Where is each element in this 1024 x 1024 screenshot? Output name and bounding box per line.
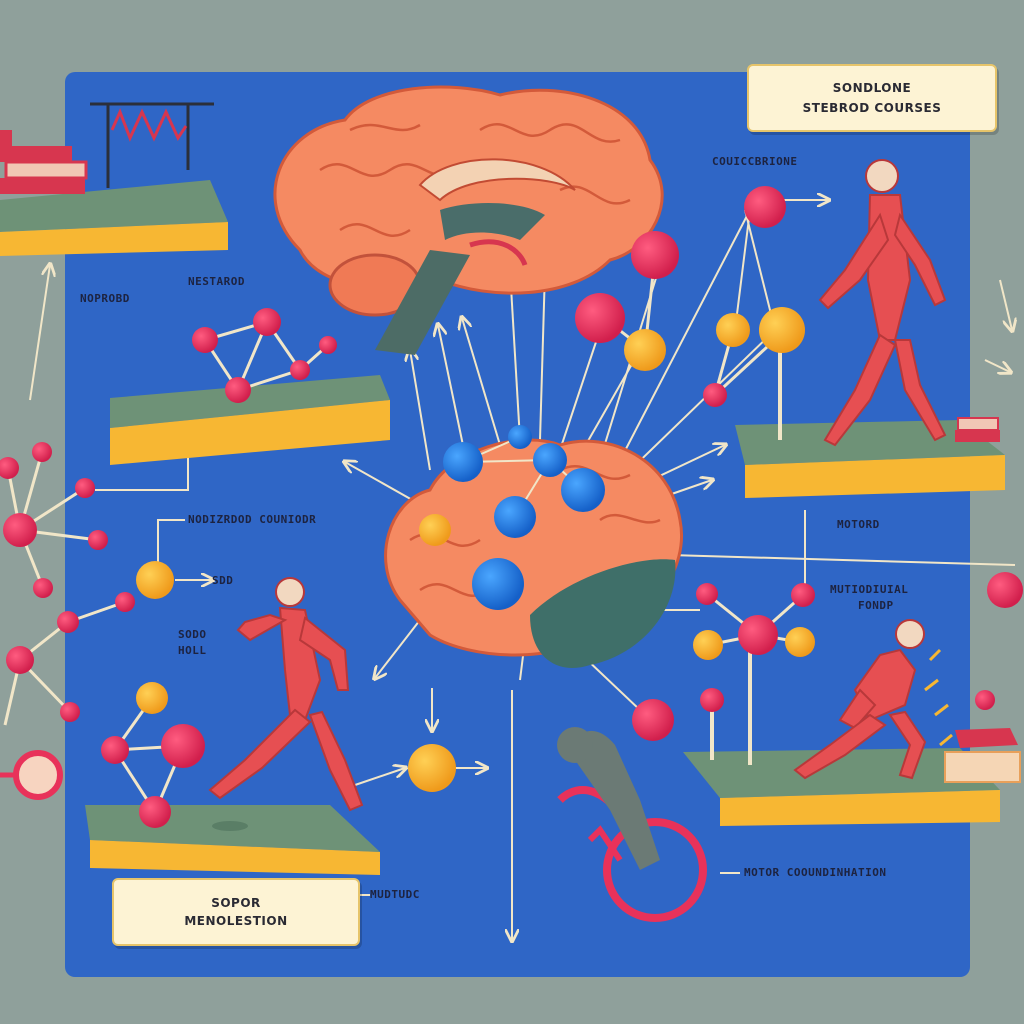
center-nodes	[419, 425, 605, 610]
running-figure-icon	[208, 577, 364, 812]
label-multi1: MUTIODIUIAL	[830, 583, 909, 596]
panel-top-right: SONDLONE STEBROD COURSES	[747, 64, 997, 132]
books-icon	[955, 417, 1000, 442]
cyclist-icon	[557, 727, 707, 922]
label-sdd: SDD	[212, 574, 234, 587]
label-noprobd: NOPROBD	[80, 292, 130, 305]
top-network	[575, 186, 786, 371]
label-coun: COUICCBRIONE	[712, 155, 798, 168]
platform-bottom-left	[85, 561, 456, 875]
label-motorod: MOTORD	[837, 518, 880, 531]
label-sodo: SODO	[178, 628, 207, 641]
brain-icon	[273, 85, 664, 355]
label-nodiz: NODIZRDOD COUNIODR	[188, 513, 317, 526]
panel-bottom-left-line2: MENOLESTION	[184, 914, 288, 928]
platform-right-upper	[703, 307, 1005, 498]
label-mudtudc: MUDTUDC	[370, 888, 420, 901]
muscle-figure-icon	[818, 159, 947, 447]
left-edge-network	[0, 442, 135, 800]
platform-left-middle	[110, 308, 390, 465]
panel-bottom-left-line1: SOPOR	[211, 896, 261, 910]
central-brain-icon	[384, 438, 683, 668]
crouching-figure-icon	[793, 619, 927, 780]
platform-top-left	[0, 102, 228, 256]
label-motor-coord: MOTOR COOUNDINHATION	[744, 866, 887, 879]
label-holl: HOLL	[178, 644, 207, 657]
books-icon	[0, 130, 88, 194]
label-nestarod: NESTAROD	[188, 275, 245, 288]
spring-icon	[90, 102, 214, 188]
panel-top-right-line2: STEBROD COURSES	[802, 101, 942, 115]
panel-top-right-line1: SONDLONE	[832, 81, 912, 95]
platform-right-lower	[632, 572, 1023, 826]
panel-bottom-left: SOPOR MENOLESTION	[112, 878, 360, 946]
label-multi2: FONDP	[858, 599, 894, 612]
